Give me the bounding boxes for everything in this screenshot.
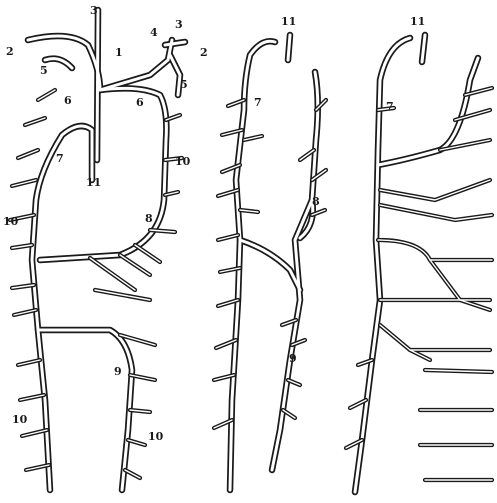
label-3-right: 3 (175, 18, 183, 31)
label-11-right: 11 (410, 15, 425, 28)
label-10-lower-right: 10 (148, 430, 164, 443)
right-branches-lumen (346, 88, 492, 480)
label-9: 9 (114, 365, 122, 378)
label-8: 8 (145, 212, 153, 225)
label-11-middle: 11 (281, 15, 296, 28)
label-7-middle: 7 (254, 96, 262, 109)
label-10-left: 10 (3, 215, 19, 228)
label-8-middle: 8 (312, 195, 320, 208)
label-2-left: 2 (6, 45, 14, 58)
left-main-vessels (28, 10, 185, 490)
right-main-vessels (355, 35, 478, 492)
label-6-right: 6 (136, 96, 144, 109)
right-main-vessels-lumen (355, 35, 478, 492)
label-5-right: 5 (180, 78, 188, 91)
label-10-right: 10 (175, 155, 191, 168)
label-9-middle: 9 (289, 352, 297, 365)
label-7: 7 (56, 152, 64, 165)
panel-left: 3 2 1 4 3 2 5 6 6 5 7 11 10 10 8 9 10 10 (3, 4, 208, 490)
left-main-vessels-lumen (28, 10, 185, 490)
panel-middle: 11 7 8 9 (214, 15, 326, 490)
label-6-left: 6 (64, 94, 72, 107)
label-2-right: 2 (200, 46, 208, 59)
label-5-left: 5 (40, 64, 48, 77)
label-7-right: 7 (386, 100, 394, 113)
label-1: 1 (115, 46, 123, 59)
middle-main-vessels-lumen (230, 35, 318, 490)
label-10-lower-left: 10 (12, 413, 28, 426)
right-branches (346, 88, 492, 480)
label-11: 11 (86, 176, 101, 189)
panel-right: 11 7 (346, 15, 492, 492)
label-3-top: 3 (90, 4, 98, 17)
label-4: 4 (150, 26, 158, 39)
